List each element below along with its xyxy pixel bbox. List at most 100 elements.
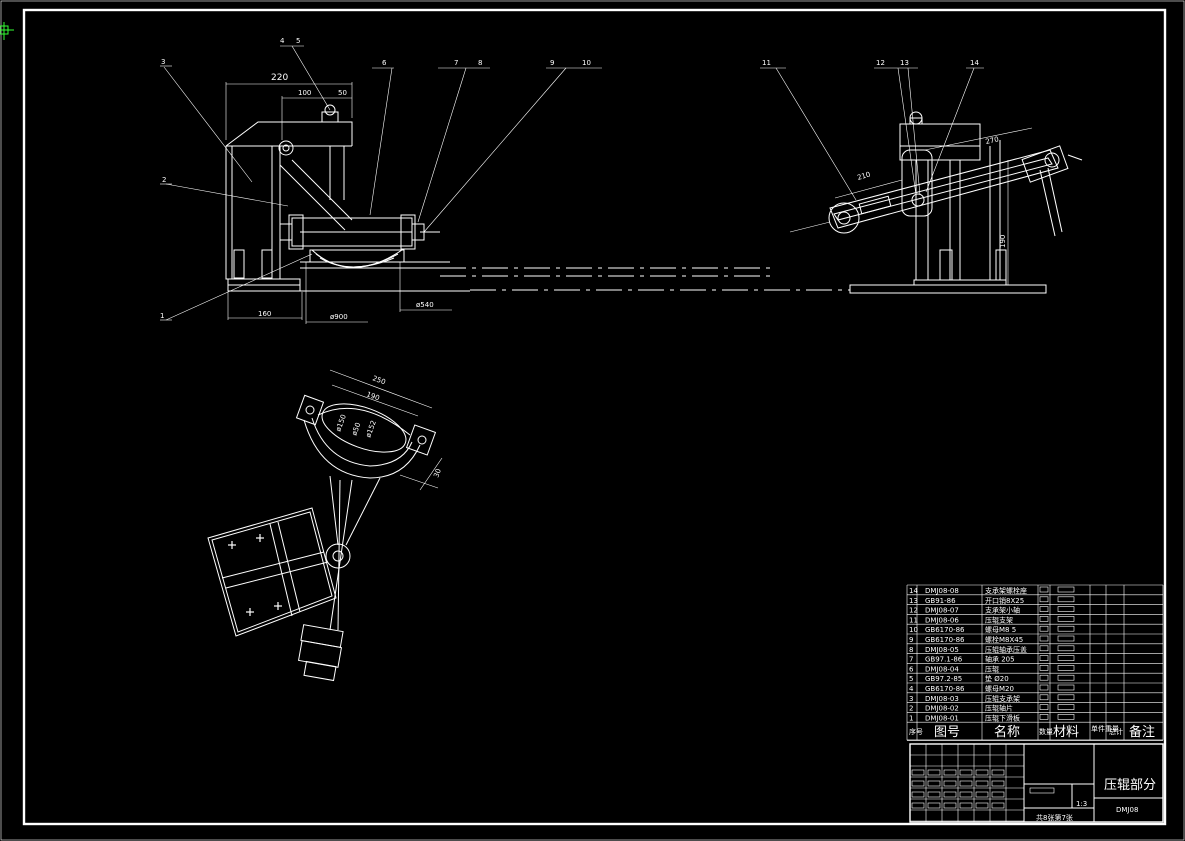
balloon-11: 11 [762,59,771,67]
part-code: GB6170-86 [925,626,965,634]
balloon-10: 10 [582,59,591,67]
dim-190-right: 190 [999,235,1007,248]
balloon-14: 14 [970,59,979,67]
part-code: DMJ08-03 [925,695,959,703]
dim-270: 270 [985,135,1000,146]
inner-frame [22,8,1167,826]
balloon-4: 4 [280,37,285,45]
title-block-cell [991,780,1005,787]
dim-152: ø152 [364,419,378,438]
balloon-5: 5 [296,37,300,45]
part-no: 6 [909,665,914,673]
material-box [1057,586,1075,593]
part-no: 13 [909,597,918,605]
title-block-cell [991,769,1005,776]
balloon-7: 7 [454,59,458,67]
detail-view: 250 190 ø150 ø50 ø152 30 [207,369,443,682]
part-code: GB6170-86 [925,636,965,644]
balloon-12: 12 [876,59,885,67]
balloon-2: 2 [162,176,166,184]
title-block-cell [927,780,941,787]
header-seq: 序号 [909,727,923,736]
material-box [1057,606,1075,612]
material-box [1057,625,1075,632]
qty-box [1039,674,1049,681]
part-code: GB91-86 [925,597,956,605]
balloon-3: 3 [161,58,165,66]
part-name: 压辊轴片 [985,704,1013,713]
header-code: 图号 [934,725,960,740]
title-block-cell [959,802,973,809]
part-no: 1 [909,714,913,722]
part-name: 压辊支承架 [985,694,1020,703]
balloon-8: 8 [478,59,482,67]
qty-box [1039,596,1049,603]
dim-160: 160 [258,310,271,318]
part-code: DMJ08-06 [925,616,959,624]
part-name: 压辊支架 [985,615,1013,624]
part-code: GB6170-86 [925,685,965,693]
material-box [1057,616,1075,622]
part-no: 9 [909,636,913,644]
part-name: 螺母M20 [985,684,1014,693]
part-code: DMJ08-05 [925,646,959,654]
qty-box [1039,616,1049,622]
title-block-cell [911,802,925,809]
part-name: 支承架螺栓座 [985,586,1027,595]
part-no: 4 [909,685,914,693]
part-code: DMJ08-08 [925,587,959,595]
header-remark: 备注 [1129,724,1155,740]
part-code: DMJ08-07 [925,607,959,615]
material-box [1057,655,1075,661]
title-block-cell [927,802,941,809]
title-block-cell [927,791,941,798]
part-name: 开口销8X25 [985,596,1024,605]
material-box [1057,704,1075,710]
part-code: DMJ08-02 [925,705,959,713]
dim-190-detail: 190 [365,390,380,402]
qty-box [1039,694,1049,701]
qty-box [1039,586,1049,593]
part-no: 3 [909,695,913,703]
title-block-cell [1029,787,1055,794]
drawing-title: 压辊部分 [1104,778,1156,793]
part-name: 压辊轴承压盖 [985,645,1027,654]
qty-box [1039,606,1049,612]
header-total: 总计 [1109,727,1123,736]
qty-box [1039,665,1049,671]
part-no: 8 [909,646,913,654]
title-block-cell [943,769,957,776]
part-code: GB97.2-85 [925,675,962,683]
title-block-cell [943,802,957,809]
title-block-cell [975,769,989,776]
title-block-cell [959,769,973,776]
qty-box [1039,635,1049,642]
material-box [1057,694,1075,701]
part-no: 2 [909,705,913,713]
part-code: DMJ08-01 [925,714,959,722]
drawing-scale: 1:3 [1076,800,1087,808]
part-name: 轴承 205 [985,655,1015,664]
title-block-cell [975,802,989,809]
material-box [1057,645,1075,652]
balloon-9: 9 [550,59,554,67]
material-box [1057,684,1075,691]
qty-box [1039,714,1049,720]
dim-150: ø150 [334,413,348,432]
part-name: 支承架小轴 [985,606,1020,615]
title-block-cell [975,791,989,798]
dim-50-detail: ø50 [350,422,362,437]
part-no: 12 [909,607,918,615]
sheet-info: 共8张第7张 [1036,813,1073,822]
part-name: 螺母M8 5 [985,625,1016,634]
header-weight: 单件重量 [1091,724,1119,733]
qty-box [1039,704,1049,710]
qty-box [1039,645,1049,652]
material-box [1057,714,1075,720]
material-box [1057,596,1075,603]
part-name: 压辊 [985,664,999,673]
dim-900: ø900 [330,313,348,321]
